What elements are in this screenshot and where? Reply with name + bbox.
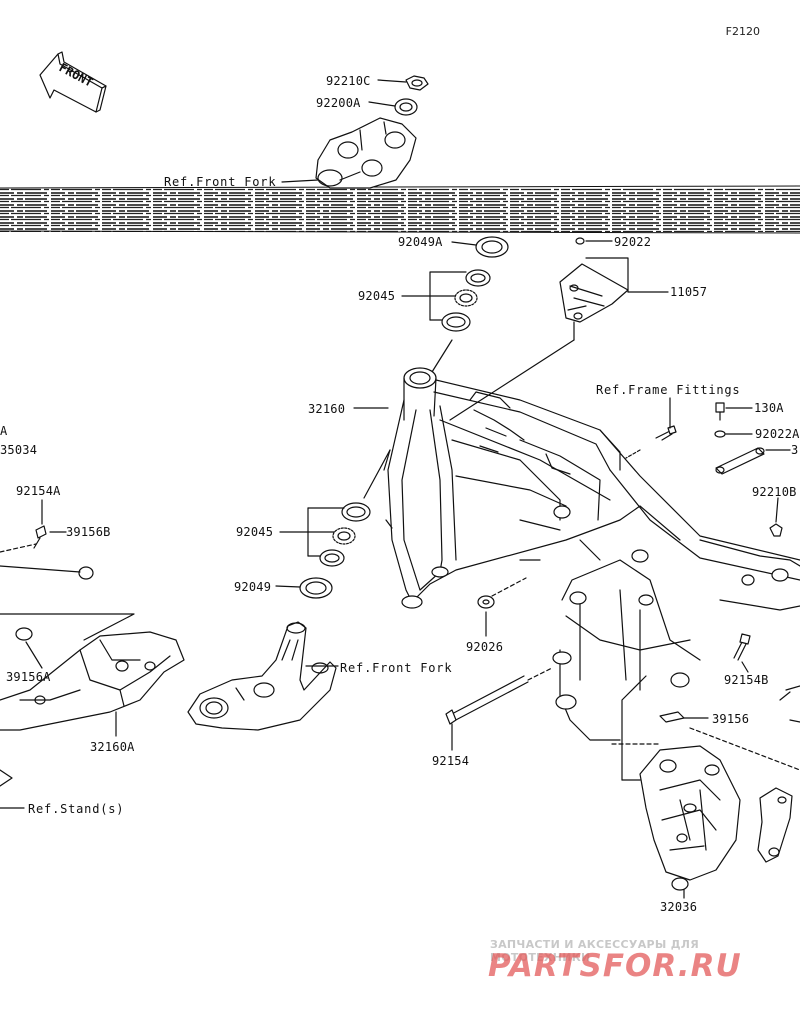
diagram-code: F2120 xyxy=(725,25,760,38)
watermark-tagline: ЗАПЧАСТИ И АКСЕССУАРЫ ДЛЯ МОТОТЕХНИКИ xyxy=(490,938,700,964)
part-92049A: 92049A xyxy=(398,235,443,249)
main-frame-32160 xyxy=(383,367,800,741)
ref-frame-fittings: Ref.Frame Fittings xyxy=(596,383,741,397)
part-92200A: 92200A xyxy=(316,96,361,110)
part-92022-top: 92022 xyxy=(614,235,652,249)
ref-front-fork-top: Ref.Front Fork xyxy=(164,175,277,189)
link-bar xyxy=(715,447,765,475)
washer-92026 xyxy=(477,595,495,609)
ref-front-fork-bottom: Ref.Front Fork xyxy=(340,661,453,675)
part-11057: 11057 xyxy=(670,285,708,299)
bearing-92049 xyxy=(299,577,333,599)
part-32160A: 32160A xyxy=(90,740,135,754)
bearing-92049A xyxy=(475,236,509,258)
part-39156: 39156 xyxy=(712,712,750,726)
small-bracket-right xyxy=(757,787,793,863)
bolt-130A xyxy=(715,402,725,421)
bearing-92045-lower xyxy=(319,502,371,567)
nut-92210B xyxy=(769,523,783,537)
part-92210B: 92210B xyxy=(752,485,797,499)
part-left-cut-35034: 35034 xyxy=(0,443,38,457)
bearing-92045-upper xyxy=(441,269,491,332)
washer-92022A xyxy=(714,430,726,438)
part-left-cut-a: A xyxy=(0,424,8,438)
part-130A: 130A xyxy=(754,401,784,415)
bracket-11057 xyxy=(559,263,629,323)
part-92154: 92154 xyxy=(432,754,470,768)
bolt-92154B xyxy=(733,633,751,661)
front-arrow-icon xyxy=(39,51,107,113)
pad-39156 xyxy=(659,711,685,723)
upper-triple-clamp xyxy=(315,117,417,189)
bolt-frame-fittings xyxy=(655,425,677,441)
part-92154B: 92154B xyxy=(724,673,769,687)
part-92026: 92026 xyxy=(466,640,504,654)
sub-frame-32160A xyxy=(0,627,185,731)
part-32036: 32036 xyxy=(660,900,698,914)
watermark-logo: PARTSFOR.RU xyxy=(488,948,742,984)
part-39156A: 39156A xyxy=(6,670,51,684)
ref-stands: Ref.Stand(s) xyxy=(28,802,125,816)
part-92154A: 92154A xyxy=(16,484,61,498)
part-39156B: 39156B xyxy=(66,525,111,539)
bolt-92154A xyxy=(33,525,47,549)
scan-band xyxy=(0,185,800,234)
pad-39156B xyxy=(78,566,94,580)
nut-92210C xyxy=(405,75,429,91)
part-92210C: 92210C xyxy=(326,74,371,88)
part-32160: 32160 xyxy=(308,402,346,416)
part-92049: 92049 xyxy=(234,580,272,594)
washer-92200A xyxy=(394,98,418,116)
part-right-cut-3: 3 xyxy=(791,443,799,457)
lower-triple-clamp xyxy=(187,621,337,731)
part-92045-upper: 92045 xyxy=(358,289,396,303)
part-92022A: 92022A xyxy=(755,427,800,441)
bolt-92154 xyxy=(445,675,529,725)
washer-92022 xyxy=(575,237,585,245)
bracket-32036 xyxy=(639,745,741,891)
part-92045-lower: 92045 xyxy=(236,525,274,539)
